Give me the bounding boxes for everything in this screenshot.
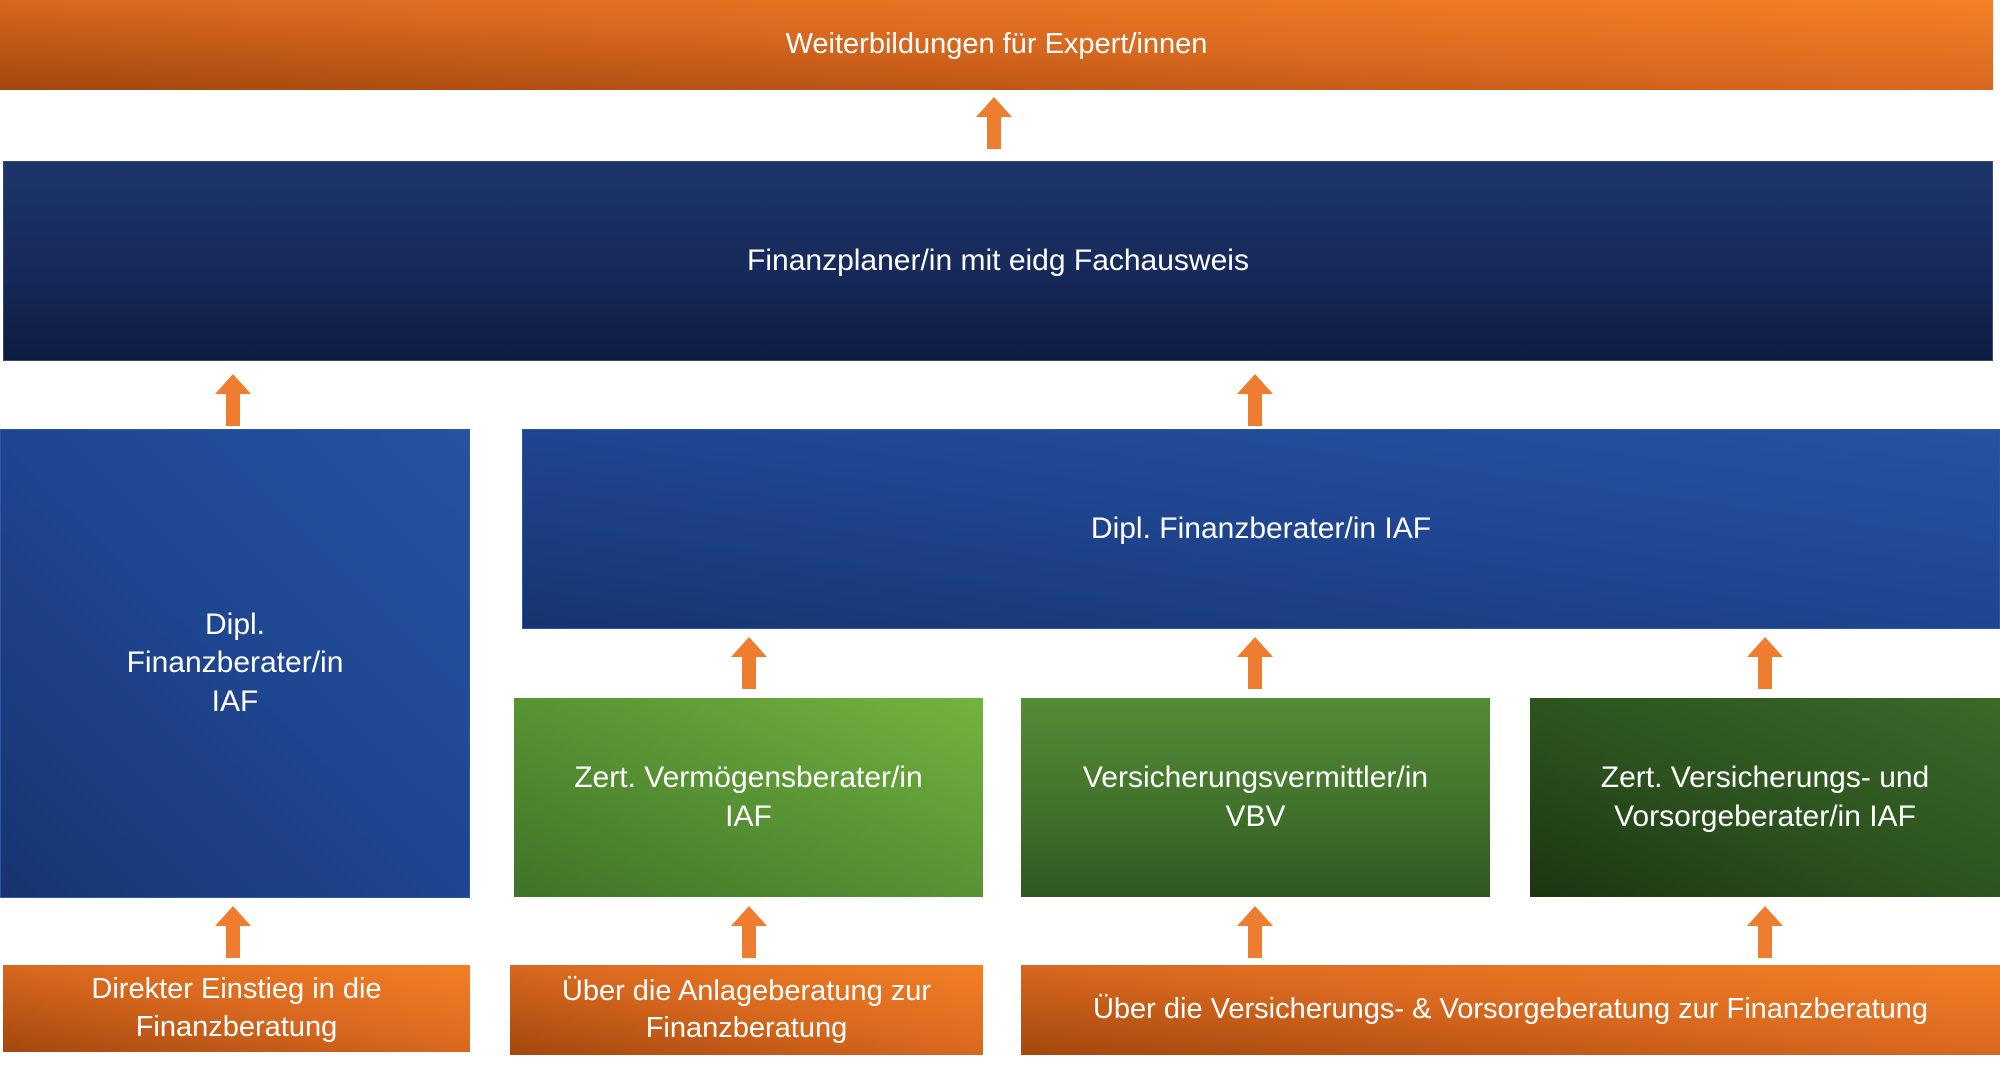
arrow-up-icon (731, 637, 767, 689)
arrow-up-icon (215, 906, 251, 958)
top-banner-label: Weiterbildungen für Expert/innen (785, 28, 1208, 61)
zert-versicherungsberater-box: Zert. Versicherungs- und Vorsorgeberater… (1530, 698, 2000, 897)
dipl-finanzberater-right-label: Dipl. Finanzberater/in IAF (1090, 511, 1432, 545)
entry-anlage-box: Über die Anlageberatung zur Finanzberatu… (510, 965, 983, 1055)
versicherungsvermittler-label: Versicherungsvermittler/in VBV (1082, 761, 1429, 833)
arrow-up-icon (731, 906, 767, 958)
top-banner-weiterbildungen: Weiterbildungen für Expert/innen (0, 0, 1993, 90)
versicherungsvermittler-box: Versicherungsvermittler/in VBV (1021, 698, 1490, 897)
arrow-up-icon (1237, 637, 1273, 689)
dipl-finanzberater-right-box: Dipl. Finanzberater/in IAF (522, 429, 2000, 629)
finanzplaner-box: Finanzplaner/in mit eidg Fachausweis (3, 161, 1993, 361)
zert-vermoegensberater-label: Zert. Vermögensberater/in IAF (574, 761, 923, 833)
arrow-up-icon (1237, 374, 1273, 426)
dipl-finanzberater-left-box: Dipl. Finanzberater/in IAF (0, 429, 470, 898)
entry-direct-box: Direkter Einstieg in die Finanzberatung (3, 965, 470, 1052)
zert-vermoegensberater-box: Zert. Vermögensberater/in IAF (514, 698, 983, 897)
finanzplaner-label: Finanzplaner/in mit eidg Fachausweis (747, 243, 1249, 277)
arrow-up-icon (1747, 906, 1783, 958)
dipl-finanzberater-left-label: Dipl. Finanzberater/in IAF (126, 607, 344, 718)
entry-anlage-label: Über die Anlageberatung zur Finanzberatu… (561, 974, 932, 1044)
entry-direct-label: Direkter Einstieg in die Finanzberatung (91, 973, 382, 1043)
entry-versicherung-box: Über die Versicherungs- & Vorsorgeberatu… (1021, 965, 2000, 1055)
zert-versicherungsberater-label: Zert. Versicherungs- und Vorsorgeberater… (1600, 761, 1930, 833)
arrow-up-icon (215, 374, 251, 426)
arrow-up-icon (1237, 906, 1273, 958)
arrow-up-icon (1747, 637, 1783, 689)
entry-versicherung-label: Über die Versicherungs- & Vorsorgeberatu… (1092, 993, 1929, 1026)
arrow-up-icon (976, 97, 1012, 149)
